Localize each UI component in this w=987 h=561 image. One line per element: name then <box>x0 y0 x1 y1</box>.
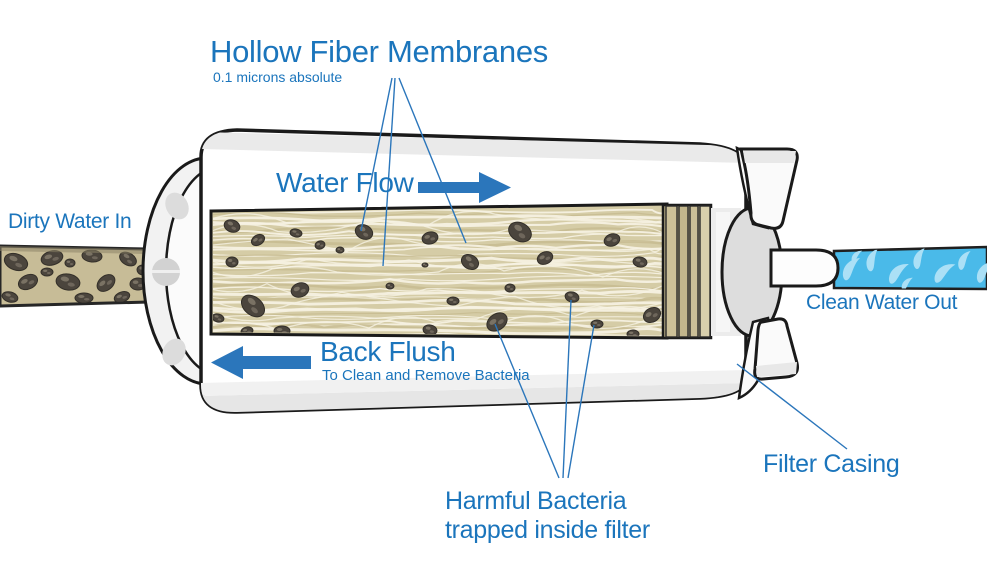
bacteria-blob <box>289 228 303 238</box>
bacteria-blob <box>486 312 508 332</box>
diagram-title-subtitle: 0.1 microns absolute <box>213 69 343 85</box>
bacteria-blob <box>64 258 76 268</box>
bacteria-blob <box>508 221 532 243</box>
clean-water-out-label: Clean Water Out <box>806 291 958 314</box>
water-flow-arrow-right-icon <box>418 172 511 203</box>
bacteria-blob <box>290 282 310 298</box>
screw-boss <box>162 338 186 366</box>
back-flush-arrow-left-icon <box>211 346 311 379</box>
water-droplet <box>958 251 971 270</box>
membrane-pointer-line <box>398 77 467 244</box>
bacteria-blob <box>55 273 81 291</box>
clean-water-pipe <box>832 245 987 291</box>
bacteria-blob <box>446 296 460 306</box>
bacteria-blob <box>96 274 116 292</box>
casing-cut-rim <box>735 145 799 401</box>
bacteria-blob <box>385 282 395 290</box>
bacteria-pointer-line <box>567 324 595 479</box>
outlet-nozzle <box>769 248 840 288</box>
bacteria-blob <box>335 246 345 254</box>
membrane-pointer-line <box>360 77 393 232</box>
bacteria-blob <box>119 251 137 267</box>
water-flow-label: Water Flow <box>276 167 414 198</box>
bacteria-blob <box>421 262 429 268</box>
bacteria-blob <box>74 292 94 304</box>
water-droplet <box>934 264 956 283</box>
filter-casing-label: Filter Casing <box>763 450 900 478</box>
bacteria-blob <box>250 233 266 247</box>
back-flush-subtitle: To Clean and Remove Bacteria <box>322 367 530 384</box>
bacteria-blob <box>460 253 480 271</box>
water-droplet <box>851 250 863 262</box>
bacteria-blob <box>354 224 374 240</box>
bacteria-blob <box>225 256 239 268</box>
bacteria-blob <box>421 231 439 245</box>
water-droplet <box>976 261 987 283</box>
bacteria-blob <box>314 240 326 250</box>
water-droplet <box>888 264 909 284</box>
bacteria-blob <box>536 251 554 265</box>
screw-boss <box>165 192 189 220</box>
dirty-water-in-label: Dirty Water In <box>8 210 132 233</box>
bacteria-blob <box>632 256 648 268</box>
water-droplet <box>842 258 860 281</box>
harmful-bacteria-line2: trapped inside filter <box>445 516 650 544</box>
bacteria-blob <box>40 267 54 277</box>
back-flush-label: Back Flush <box>320 336 456 367</box>
water-droplet <box>901 277 913 289</box>
bacteria-blob <box>17 273 39 291</box>
membrane-cartridge <box>209 202 669 340</box>
water-droplet <box>866 248 878 272</box>
pointer-lines <box>360 77 848 479</box>
cartridge-rib-end <box>661 203 713 340</box>
bacteria-blob <box>113 291 131 303</box>
harmful-bacteria-label: Harmful Bacteria trapped inside filter <box>445 487 650 545</box>
water-droplet <box>913 248 926 270</box>
bacteria-pointer-line <box>562 299 572 479</box>
bacteria-blob <box>223 219 241 233</box>
bacteria-pointer-line <box>494 323 560 479</box>
membrane-pointer-line <box>382 77 396 267</box>
bacteria-blob <box>213 313 225 323</box>
dirty-water-pipe <box>0 244 150 308</box>
bacteria-blob <box>1 291 19 303</box>
bacteria-blob <box>240 294 266 318</box>
harmful-bacteria-line1: Harmful Bacteria <box>445 487 627 515</box>
bacteria-blob <box>603 233 621 247</box>
bacteria-blob <box>642 306 662 324</box>
bacteria-blob <box>590 319 604 329</box>
casing-pointer-line <box>736 363 848 450</box>
bacteria-blob <box>3 252 29 272</box>
bacteria-blob <box>626 329 640 336</box>
diagram-title: Hollow Fiber Membranes <box>210 34 548 69</box>
bacteria-blob <box>504 283 516 293</box>
